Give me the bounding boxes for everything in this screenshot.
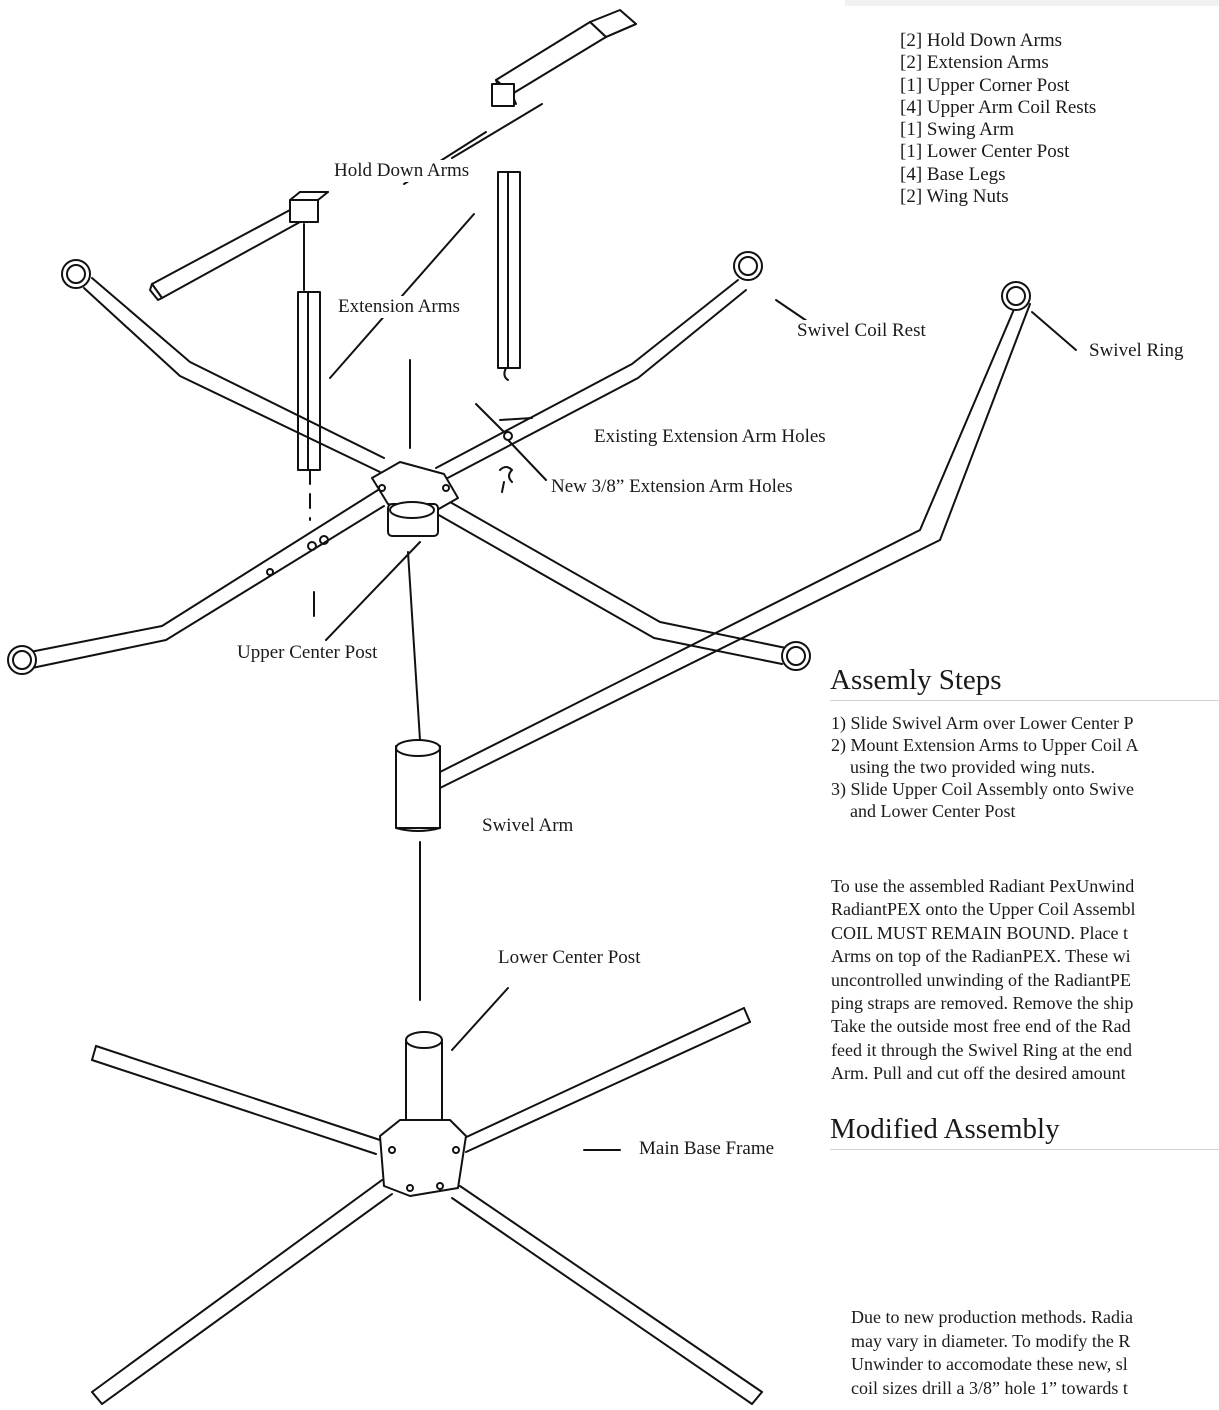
upper-arm-right-bottom (429, 493, 811, 671)
main-base-frame (91, 1007, 763, 1405)
parts-list-item: [1] Swing Arm (900, 119, 1014, 141)
step-text-continued: using the two provided wing nuts. (850, 757, 1095, 777)
step-item: 3) Slide Upper Coil Assembly onto Swive … (831, 778, 1219, 822)
label-main-base-frame: Main Base Frame (639, 1138, 775, 1159)
step-text: 3) Slide Upper Coil Assembly onto Swive (831, 779, 1134, 799)
label-swivel-arm: Swivel Arm (482, 815, 574, 836)
parts-list-item: [2] Extension Arms (900, 52, 1049, 74)
upper-center-hub (371, 461, 459, 537)
label-swivel-ring: Swivel Ring (1088, 340, 1185, 362)
label-existing-holes: Existing Extension Arm Holes (594, 426, 826, 447)
assembly-steps-list: 1) Slide Swivel Arm over Lower Center P … (831, 712, 1219, 822)
holes-mark (499, 431, 513, 493)
parts-list-item: [2] Wing Nuts (900, 186, 1009, 208)
section-rule (830, 1149, 1219, 1150)
modified-assembly-title: Modified Assembly (830, 1113, 1060, 1145)
label-extension-arms: Extension Arms (337, 296, 461, 318)
parts-list-item: [1] Upper Corner Post (900, 74, 1070, 96)
upper-arm-left-top (61, 259, 385, 473)
modified-paragraph: Due to new production methods. Radia may… (851, 1307, 1133, 1398)
parts-list-item: [2] Hold Down Arms (900, 30, 1063, 51)
parts-list-item: [4] Base Legs (900, 163, 1006, 185)
extension-arm-left (297, 291, 321, 471)
hold-down-arm-top (491, 9, 637, 107)
step-item: 2) Mount Extension Arms to Upper Coil A … (831, 734, 1219, 778)
label-swivel-coil-rest: Swivel Coil Rest (796, 320, 927, 342)
label-lower-center-post: Lower Center Post (498, 947, 641, 968)
step-item: 1) Slide Swivel Arm over Lower Center P (831, 712, 1219, 734)
parts-list-item: [4] Upper Arm Coil Rests (900, 96, 1097, 118)
usage-paragraph: To use the assembled Radiant PexUnwind R… (831, 876, 1136, 1084)
top-bar (845, 0, 1219, 6)
hold-down-arm-left (149, 191, 329, 301)
assembly-steps-title: Assemly Steps (830, 664, 1002, 696)
extension-arm-right (497, 171, 521, 381)
parts-list-item: [1] Lower Center Post (900, 141, 1070, 163)
upper-arm-left-bottom (7, 489, 385, 675)
label-hold-down-arms: Hold Down Arms (333, 160, 471, 182)
swivel-arm (395, 281, 1031, 832)
step-text: 1) Slide Swivel Arm over Lower Center P (831, 713, 1134, 733)
step-text-continued: and Lower Center Post (850, 801, 1016, 821)
label-new-holes: New 3/8” Extension Arm Holes (550, 476, 794, 498)
label-upper-center-post: Upper Center Post (236, 642, 379, 664)
upper-arm-right-top (435, 251, 763, 483)
parts-list: [2] Hold Down Arms [2] Extension Arms [1… (900, 30, 1096, 208)
section-rule (830, 700, 1219, 701)
step-text: 2) Mount Extension Arms to Upper Coil A (831, 735, 1139, 755)
